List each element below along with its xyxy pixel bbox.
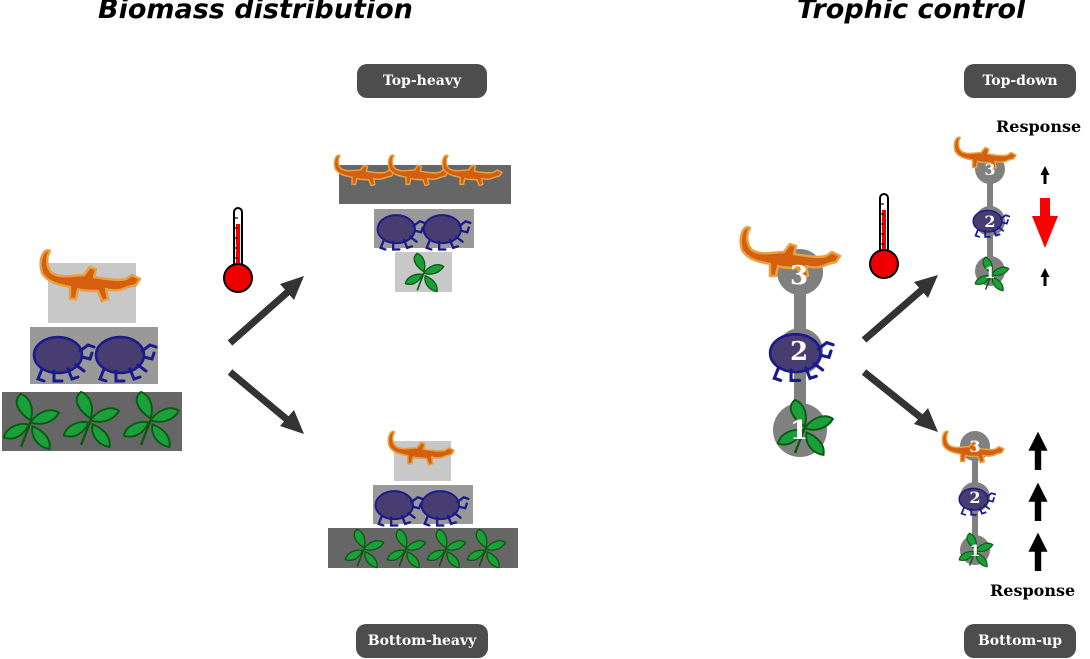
response-up-icon: [1040, 268, 1050, 286]
bottom-up-chain: 3 2 1: [941, 430, 1005, 568]
initial-pyramid: [2, 248, 182, 451]
response-label-bottom: Response: [990, 581, 1076, 600]
biomass-distribution-title: Biomass distribution: [98, 0, 413, 25]
thermometer-icon: [223, 207, 253, 293]
response-down-icon: [1032, 198, 1058, 248]
bottom-up-responses: [1028, 431, 1048, 571]
bottom-up-label: Bottom-up: [964, 624, 1076, 658]
food-chain: 3 2 1: [739, 225, 842, 457]
level-2-number: 2: [969, 488, 980, 507]
response-up-icon: [1028, 431, 1048, 470]
level-1-number: 1: [984, 263, 995, 282]
top-down-responses: [1032, 166, 1058, 286]
bottom-heavy-label: Bottom-heavy: [356, 624, 488, 658]
level-3-number: 3: [790, 261, 808, 291]
trophic-control-title: Trophic control: [797, 0, 1026, 25]
level-2-number: 2: [790, 337, 808, 367]
top-down-label: Top-down: [964, 64, 1076, 98]
biomass-arrows: [227, 276, 304, 434]
response-up-icon: [1028, 482, 1048, 521]
level-3-number: 3: [984, 160, 995, 179]
response-up-icon: [1040, 166, 1050, 184]
bottom-heavy-pyramid: [328, 430, 518, 569]
level-1-number: 1: [790, 416, 808, 446]
trophic-arrows: [861, 275, 938, 432]
top-heavy-pyramid: [333, 154, 511, 293]
top-down-chain: 3 2 1: [953, 136, 1017, 292]
level-3-number: 3: [969, 437, 980, 456]
thermometer-icon: [869, 193, 899, 279]
response-label-top: Response: [996, 117, 1082, 136]
level-1-number: 1: [969, 541, 980, 560]
top-heavy-label: Top-heavy: [357, 64, 487, 98]
level-2-number: 2: [984, 212, 995, 231]
response-up-icon: [1028, 532, 1048, 571]
